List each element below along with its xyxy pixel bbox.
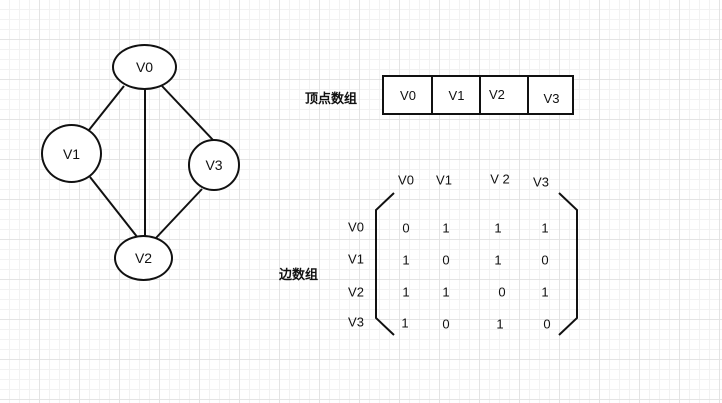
matrix-cell: 0 [442, 252, 450, 268]
matrix-row-header: V2 [348, 284, 364, 300]
matrix-col-header: V3 [533, 174, 549, 190]
edge-array-title: 边数组 [279, 267, 319, 282]
matrix-row-header: V1 [348, 251, 364, 267]
edge-v2-v3 [154, 188, 203, 240]
matrix-cell: 1 [442, 220, 450, 236]
vertex-label: V1 [62, 145, 81, 162]
matrix-cell: 1 [541, 220, 549, 236]
matrix-row-header: V3 [348, 314, 364, 330]
matrix-cell: 1 [442, 284, 450, 300]
cell-divider [527, 77, 529, 113]
edge-v0-v3 [161, 85, 214, 141]
matrix-cell: 0 [442, 316, 450, 332]
vertex-array: V0 V1 V2 V3 [382, 75, 574, 115]
vertex-label: V3 [205, 157, 223, 173]
matrix-cell: 0 [541, 252, 549, 268]
vertex-label: V2 [134, 250, 153, 266]
matrix-cell: 1 [541, 284, 549, 300]
matrix-cell: 1 [402, 252, 410, 268]
vertex-array-title: 顶点数组 [305, 91, 358, 106]
matrix-cell: 0 [402, 220, 410, 236]
vertex-node-v3: V3 [188, 139, 240, 191]
matrix-row-header: V0 [348, 219, 364, 235]
matrix-cell: 0 [543, 316, 551, 332]
right-bracket [558, 192, 578, 336]
left-bracket [375, 192, 395, 336]
matrix-cell: 0 [498, 284, 506, 300]
edge-v1-v2 [89, 176, 139, 239]
vertex-node-v0: V0 [112, 44, 177, 90]
cell-divider [431, 77, 433, 113]
vertex-array-cell: V3 [543, 90, 560, 106]
matrix-cell: 1 [402, 284, 410, 300]
vertex-array-cell: V0 [400, 87, 416, 103]
matrix-cell: 1 [401, 315, 409, 331]
vertex-array-cell: V2 [489, 86, 505, 102]
cell-divider [479, 77, 481, 113]
edge-v0-v1 [88, 85, 125, 131]
vertex-node-v1: V1 [41, 124, 102, 183]
matrix-col-header: V1 [436, 172, 452, 188]
vertex-array-cell: V1 [448, 87, 465, 103]
matrix-cell: 1 [494, 252, 502, 268]
matrix-col-header: V 2 [490, 171, 510, 187]
matrix-cell: 1 [494, 220, 502, 236]
vertex-node-v2: V2 [114, 235, 173, 281]
matrix-col-header: V0 [398, 172, 414, 188]
vertex-label: V0 [135, 59, 154, 75]
matrix-cell: 1 [496, 316, 504, 332]
